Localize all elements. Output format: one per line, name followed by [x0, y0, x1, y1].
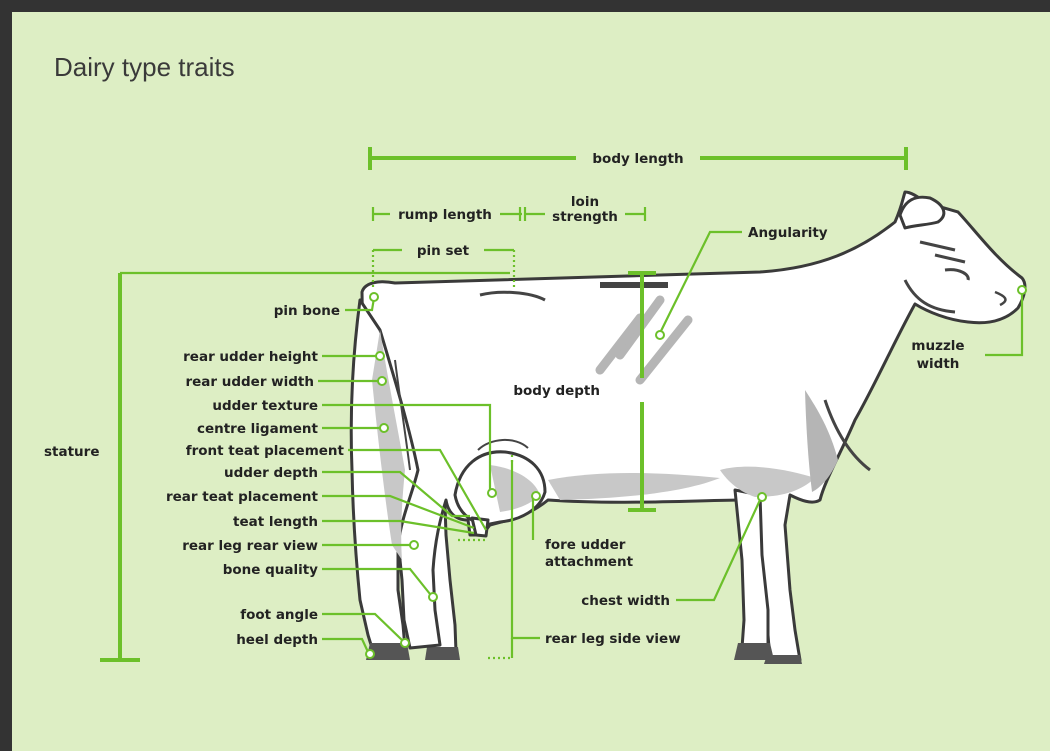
label-udder-texture: udder texture	[212, 398, 318, 414]
label-pin-set: pin set	[417, 243, 470, 259]
label-rump-length: rump length	[398, 207, 492, 223]
label-heel-depth: heel depth	[236, 632, 318, 648]
label-body-depth: body depth	[513, 383, 600, 399]
label-rear-teat-placement: rear teat placement	[166, 489, 319, 505]
label-udder-depth: udder depth	[224, 465, 318, 481]
label-rear-udder-width: rear udder width	[185, 374, 314, 390]
label-rear-udder-height: rear udder height	[183, 349, 318, 365]
label-bone-quality: bone quality	[223, 562, 318, 578]
cow-illustration	[351, 192, 1025, 664]
label-rear-leg-side-view: rear leg side view	[545, 631, 681, 647]
label-stature: stature	[44, 444, 99, 460]
label-front-teat-placement: front teat placement	[186, 443, 345, 459]
label-fore-udder-attachment-line1: fore udder	[545, 537, 626, 553]
label-pin-bone: pin bone	[274, 303, 340, 319]
label-muzzle-width-line1: muzzle	[911, 338, 964, 354]
cow-body	[362, 192, 1025, 660]
label-loin-strength-line2: strength	[552, 209, 618, 225]
label-teat-length: teat length	[233, 514, 318, 530]
label-loin-strength-line1: loin	[571, 194, 599, 210]
cow-ear	[900, 197, 944, 228]
label-muzzle-width-line2: width	[917, 356, 960, 372]
label-rear-leg-rear-view: rear leg rear view	[182, 538, 318, 554]
label-centre-ligament: centre ligament	[197, 421, 319, 437]
label-foot-angle: foot angle	[240, 607, 318, 623]
label-chest-width: chest width	[581, 593, 670, 609]
label-fore-udder-attachment-line2: attachment	[545, 554, 634, 570]
label-body-length: body length	[592, 151, 683, 167]
label-angularity: Angularity	[748, 225, 828, 241]
